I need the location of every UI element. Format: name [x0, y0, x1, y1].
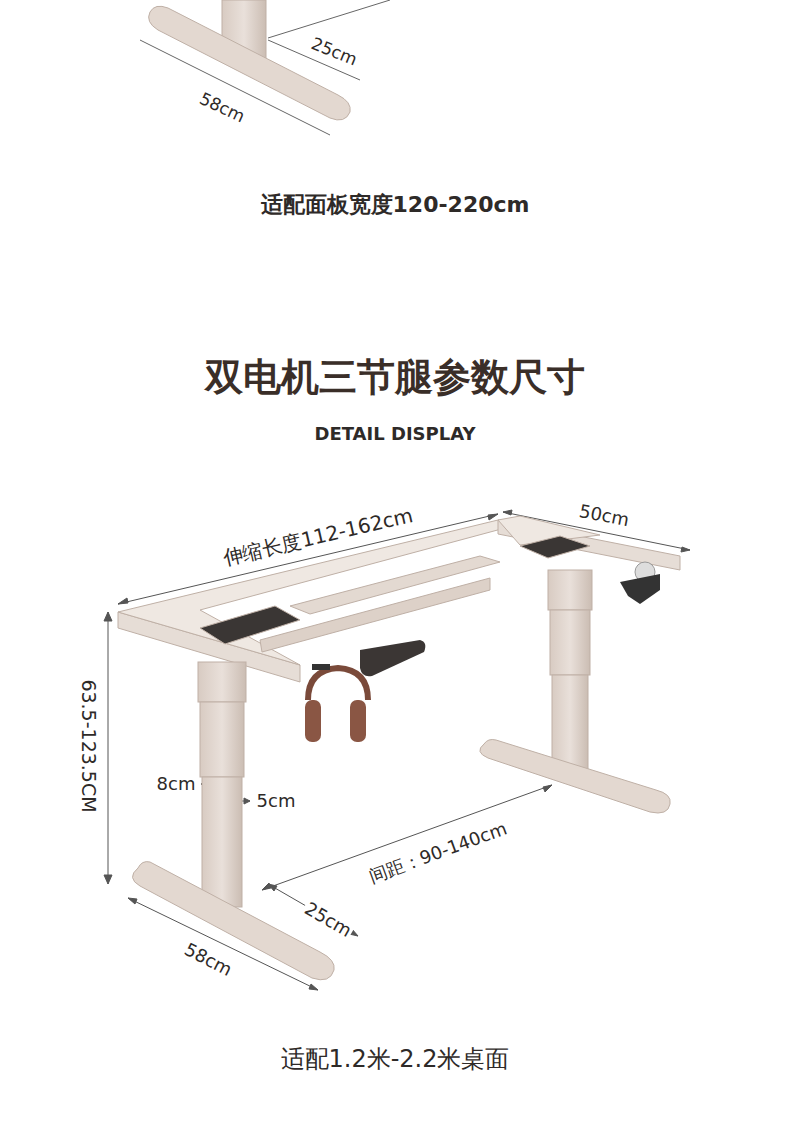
dimension-label: 25cm — [306, 33, 361, 70]
dimension-label: 5cm — [255, 791, 298, 812]
left-leg — [132, 662, 334, 980]
accessories — [305, 562, 660, 742]
dimension-label: DETAIL DISPLAY — [313, 424, 478, 445]
dimension-label: 8cm — [155, 774, 198, 795]
partial-leg — [140, 0, 390, 135]
frame-top — [118, 516, 680, 682]
dimension-label: 适配面板宽度120-220cm — [259, 192, 532, 217]
right-leg — [480, 570, 670, 813]
dimension-lines — [104, 510, 690, 990]
dimension-label: 间距：90-140cm — [364, 818, 511, 888]
page-title: 双电机三节腿参数尺寸 — [203, 356, 587, 400]
dimension-label: 伸缩长度112-162cm — [219, 504, 417, 571]
dimension-label: 50cm — [575, 501, 632, 532]
page-caption: 适配1.2米-2.2米桌面 — [279, 1046, 512, 1074]
dimension-label: 25cm — [299, 897, 356, 942]
dimension-label: 58cm — [179, 938, 237, 981]
dimension-label: 63.5-123.5CM — [77, 677, 99, 814]
dimension-label: 58cm — [195, 88, 250, 128]
